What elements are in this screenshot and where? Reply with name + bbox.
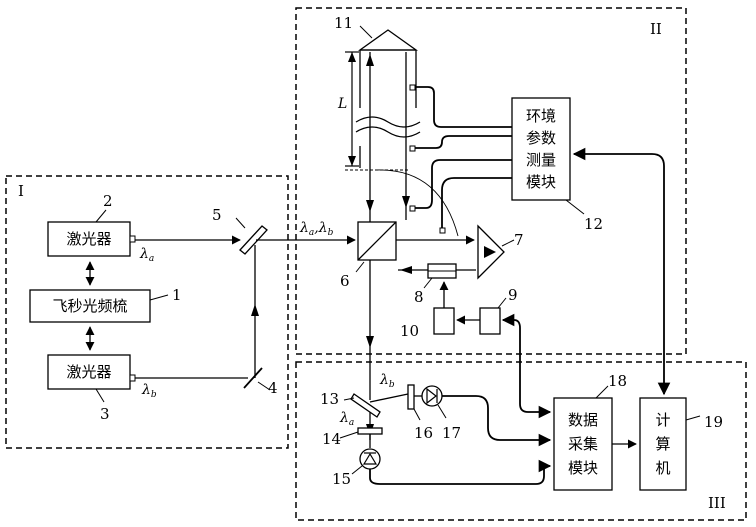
- filter-14: [358, 428, 382, 434]
- number-2: 2: [103, 192, 113, 210]
- laser-b-port: [130, 375, 135, 381]
- lambda-b-label: λb: [141, 382, 157, 400]
- leader-14: [340, 432, 358, 438]
- sensor-probe-1: [410, 85, 415, 90]
- number-4: 4: [268, 379, 278, 397]
- beam-b-up-arrow: [251, 304, 259, 316]
- sensor-probe-3: [410, 206, 415, 211]
- leader-15: [352, 466, 362, 474]
- controller-9: [480, 308, 500, 334]
- leader-1: [150, 295, 168, 300]
- lambda-ab-label: λa,λb: [299, 220, 334, 238]
- number-15: 15: [332, 470, 351, 488]
- leader-18: [596, 386, 608, 398]
- pc-label-1: 计: [655, 411, 670, 429]
- number-13: 13: [320, 390, 339, 408]
- leader-8: [424, 278, 432, 288]
- daq-label-3: 模块: [568, 459, 598, 477]
- arrow-up-left: [366, 54, 374, 66]
- arrow-down-right: [402, 196, 410, 208]
- branch-b-beam: [370, 394, 408, 402]
- env-label-3: 测量: [526, 151, 556, 169]
- laser-a-label: 激光器: [66, 230, 111, 248]
- number-7: 7: [514, 231, 524, 249]
- sensor-wire-2: [415, 136, 512, 148]
- lambda-a-label: λa: [139, 246, 154, 264]
- number-5: 5: [212, 206, 222, 224]
- leader-2: [96, 210, 106, 222]
- number-8: 8: [414, 288, 424, 306]
- number-10: 10: [400, 322, 419, 340]
- sensor-probe-2: [410, 146, 415, 151]
- leader-9: [498, 298, 506, 308]
- number-18: 18: [608, 372, 627, 390]
- retroreflector-11: [360, 30, 416, 50]
- leader-3: [96, 389, 104, 402]
- daq-label-1: 数据: [568, 411, 598, 429]
- env-computer-link: [574, 154, 664, 394]
- region-II-label: II: [650, 20, 662, 38]
- leader-16: [414, 409, 420, 420]
- laser-a-port: [130, 236, 135, 242]
- distance-L-arrow-bottom: [348, 156, 356, 166]
- pc-label-2: 算: [655, 435, 670, 453]
- region-III-box: [296, 362, 746, 520]
- detector-17: [422, 386, 442, 406]
- leader-17: [438, 405, 446, 418]
- arrow-down-left: [366, 200, 374, 212]
- piezo-8-arrow: [400, 266, 412, 274]
- sensor-wire-3: [415, 160, 512, 208]
- leader-7: [502, 240, 514, 246]
- laser-b-label: 激光器: [66, 363, 111, 381]
- det15-to-daq: [370, 466, 550, 484]
- region-I-label: I: [18, 182, 24, 200]
- dichroic-13: [351, 394, 380, 417]
- region-I-box: [6, 176, 288, 448]
- filter-16: [408, 385, 414, 409]
- distance-L-arrow-top: [348, 52, 356, 62]
- number-16: 16: [414, 424, 433, 442]
- number-14: 14: [322, 430, 341, 448]
- comb-label: 飞秒光频梳: [52, 297, 127, 315]
- break-mark-1: [356, 117, 420, 127]
- beam-splitter-diagonal: [358, 222, 396, 260]
- number-12: 12: [584, 215, 603, 233]
- leader-5: [236, 218, 245, 228]
- number-9: 9: [508, 286, 518, 304]
- number-19: 19: [704, 413, 723, 431]
- sensor-probe-4: [440, 228, 445, 233]
- env-label-2: 参数: [526, 129, 556, 147]
- lambda-a-label-lower: λa: [339, 410, 354, 428]
- number-3: 3: [100, 405, 110, 423]
- env-label-1: 环境: [526, 107, 556, 125]
- distance-L-label: L: [337, 96, 347, 112]
- output-beam-arrow: [366, 336, 374, 348]
- leader-12: [566, 200, 584, 214]
- detector-15: [360, 449, 380, 469]
- number-17: 17: [442, 424, 461, 442]
- leader-6: [356, 262, 364, 272]
- sensor-wire-1: [415, 87, 512, 127]
- number-1: 1: [172, 286, 182, 304]
- lambda-b-label-lower: λb: [379, 372, 395, 390]
- leader-19: [686, 416, 700, 420]
- ctrl9-daq-link: [503, 320, 550, 412]
- leader-11: [360, 26, 372, 38]
- break-mark-2: [356, 127, 420, 137]
- env-label-4: 模块: [526, 173, 556, 191]
- daq-label-2: 采集: [568, 435, 598, 453]
- controller-10: [434, 308, 454, 334]
- number-6: 6: [340, 272, 350, 290]
- region-III-label: III: [708, 494, 726, 512]
- pc-label-3: 机: [655, 459, 670, 477]
- number-11: 11: [334, 14, 353, 32]
